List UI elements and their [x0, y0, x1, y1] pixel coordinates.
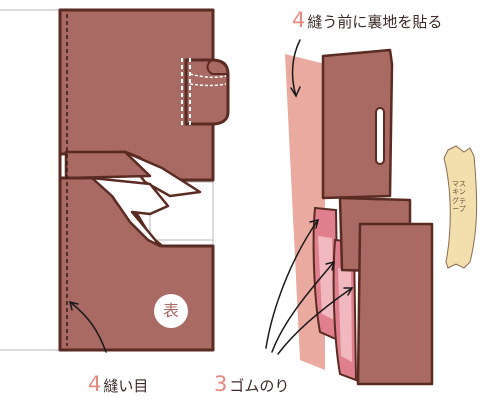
arrow-glue-3	[277, 287, 353, 355]
step-number: 4	[292, 8, 306, 32]
lining-panel-front	[356, 222, 434, 386]
front-side-badge: 表	[154, 294, 188, 328]
bag-body	[58, 8, 230, 352]
step-number: 4	[88, 372, 102, 396]
lining-assembly	[285, 48, 434, 386]
label-text: ゴムのり	[229, 377, 290, 395]
arrow-seam	[69, 301, 107, 353]
belt-loop	[181, 58, 230, 128]
arrow-lining	[291, 39, 301, 97]
arrows	[68, 39, 354, 355]
label-text: 縫い目	[103, 377, 149, 395]
arrow-glue-1	[265, 219, 319, 349]
masking-tape-label: マスキングテープ	[452, 180, 466, 214]
lower-flap	[90, 176, 170, 248]
lining-panel-top	[321, 48, 394, 200]
arrow-glue-2	[271, 261, 335, 353]
masking-tape-strip	[443, 145, 478, 269]
label-text: 縫う前に裏地を貼る	[307, 13, 443, 31]
step-number: 3	[214, 372, 228, 396]
